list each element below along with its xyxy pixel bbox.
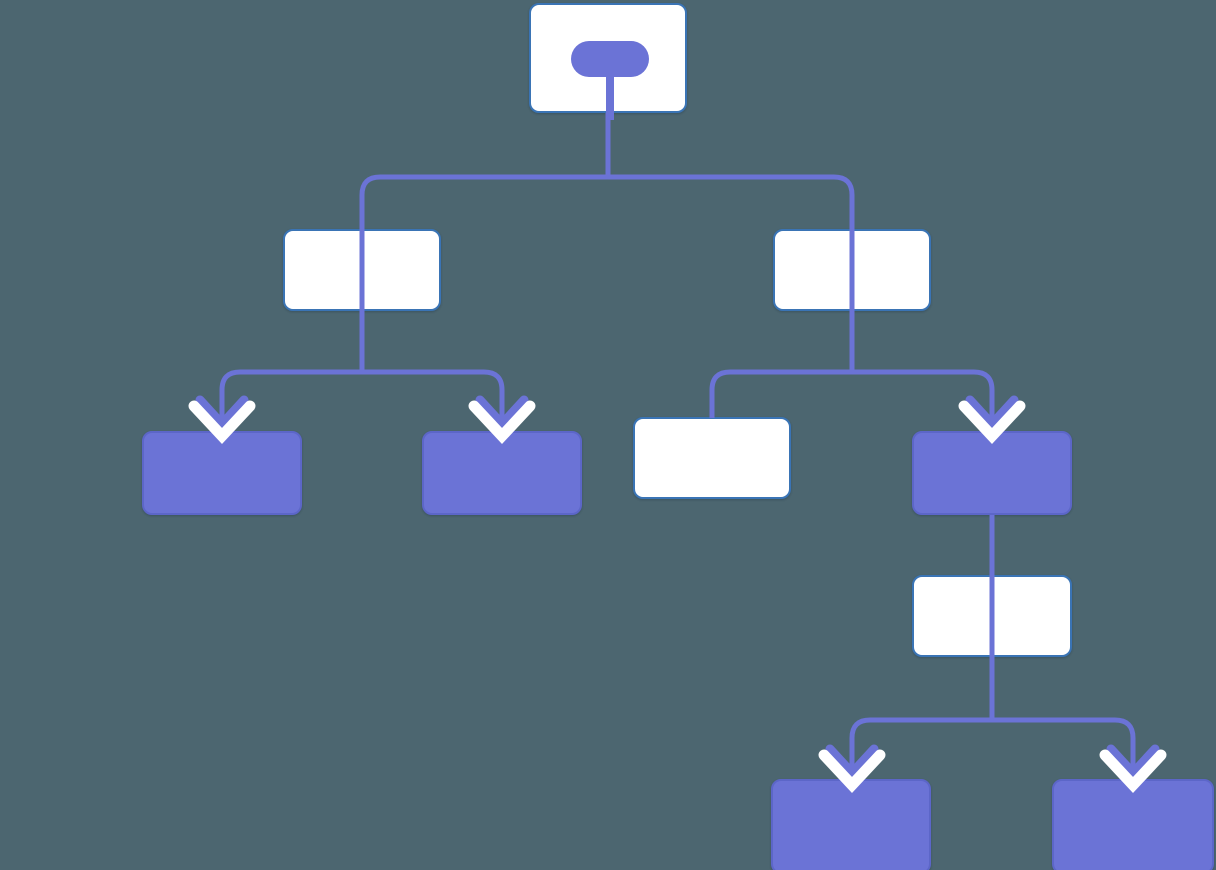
diagram-node-n1[interactable] (529, 3, 687, 120)
connector-edge (219, 311, 365, 437)
root-marker-pill (571, 41, 649, 77)
diagram-node-n5[interactable] (422, 431, 582, 515)
diagram-node-n10[interactable] (1052, 779, 1214, 870)
root-marker-stem (606, 65, 614, 120)
root-marker-icon (531, 5, 685, 120)
diagram-node-n8[interactable] (912, 575, 1072, 657)
arrowhead-shape (1106, 744, 1160, 778)
diagram-node-n9[interactable] (771, 779, 931, 870)
connector-edge (989, 657, 1136, 786)
diagram-node-n2[interactable] (283, 229, 441, 311)
diagram-node-n6[interactable] (633, 417, 791, 499)
connector-edge (849, 311, 995, 437)
arrowhead-shape (195, 395, 249, 429)
diagram-node-n7[interactable] (912, 431, 1072, 515)
connector-edge (849, 657, 995, 786)
diagram-node-n3[interactable] (773, 229, 931, 311)
arrowhead-shape (825, 744, 879, 778)
arrowhead-shape (965, 395, 1019, 429)
connector-edge (359, 311, 505, 437)
connector-edge (709, 311, 855, 418)
diagram-node-n4[interactable] (142, 431, 302, 515)
arrowhead-shape (475, 395, 529, 429)
